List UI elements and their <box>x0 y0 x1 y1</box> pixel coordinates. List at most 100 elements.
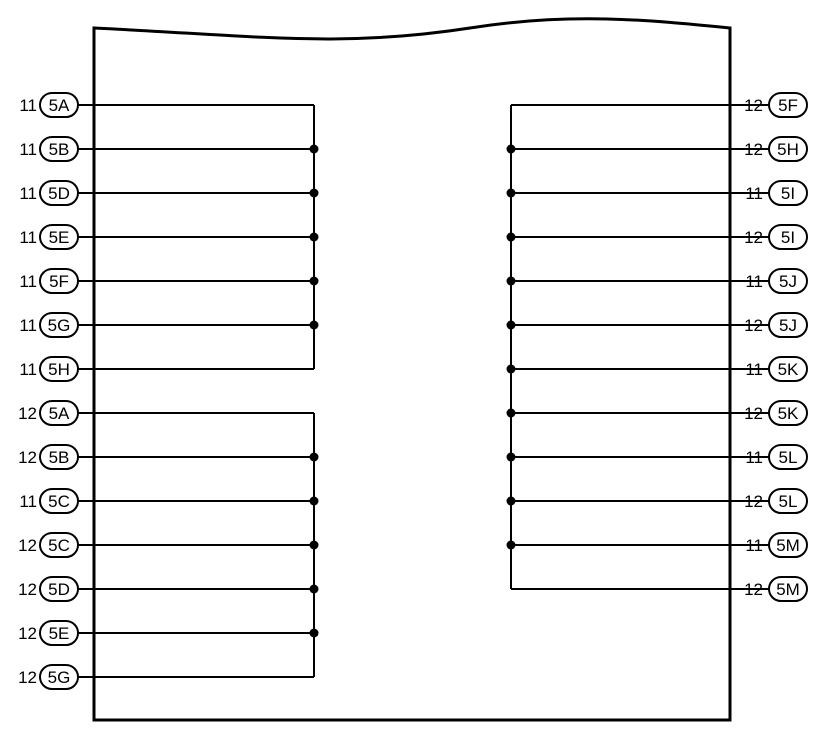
wire-layer <box>78 104 769 678</box>
terminal-pill <box>39 576 79 602</box>
pin-number: 11 <box>19 228 37 247</box>
pin-number: 12 <box>18 404 37 423</box>
pin-number: 12 <box>744 96 763 115</box>
terminal-pill <box>39 268 79 294</box>
pin-number: 12 <box>744 404 763 423</box>
terminal-pill <box>39 136 79 162</box>
terminal-pill <box>39 312 79 338</box>
junction-dot <box>506 276 516 286</box>
pin-number: 12 <box>18 624 37 643</box>
junction-dot <box>309 276 319 286</box>
terminal-pill <box>39 224 79 250</box>
terminal-label: 5G <box>48 316 71 335</box>
terminal-label: 5J <box>779 316 797 335</box>
terminal-label: 5F <box>49 272 69 291</box>
terminal-pill <box>39 664 79 690</box>
terminal-pill <box>39 400 79 426</box>
terminal-label: 5M <box>776 536 800 555</box>
pin-number: 11 <box>745 272 763 291</box>
pin-number: 12 <box>744 228 763 247</box>
junction-dot <box>309 320 319 330</box>
terminal-label: 5L <box>779 492 798 511</box>
terminal-label: 5A <box>49 404 70 423</box>
terminal-pill <box>39 180 79 206</box>
junction-dot <box>309 232 319 242</box>
terminal-pill <box>768 224 808 250</box>
pin-number: 12 <box>744 492 763 511</box>
pin-number: 12 <box>18 668 37 687</box>
terminal-label: 5C <box>48 492 70 511</box>
terminal-pill <box>768 576 808 602</box>
junction-dot <box>506 452 516 462</box>
terminal-label: 5L <box>779 448 798 467</box>
pin-number: 11 <box>19 96 37 115</box>
pin-number: 11 <box>19 272 37 291</box>
terminal-label: 5A <box>49 96 70 115</box>
junction-dot <box>506 408 516 418</box>
junction-dot <box>506 188 516 198</box>
pin-number: 12 <box>18 448 37 467</box>
terminal-pill <box>768 400 808 426</box>
pin-number: 12 <box>744 316 763 335</box>
junction-dot <box>506 232 516 242</box>
terminal-pill <box>768 268 808 294</box>
pin-number: 12 <box>18 580 37 599</box>
junction-dot <box>309 496 319 506</box>
junction-dot <box>309 452 319 462</box>
terminal-pill <box>768 312 808 338</box>
terminal-label: 5F <box>778 96 798 115</box>
pin-number: 11 <box>745 184 763 203</box>
terminal-pill <box>768 532 808 558</box>
terminal-label: 5M <box>776 580 800 599</box>
junction-dot <box>506 144 516 154</box>
terminal-label: 5G <box>48 668 71 687</box>
terminal-label: 5C <box>48 536 70 555</box>
terminal-label: 5B <box>49 140 70 159</box>
pin-number: 12 <box>744 580 763 599</box>
junction-dot <box>309 584 319 594</box>
pin-number: 11 <box>19 492 37 511</box>
junction-dot <box>309 540 319 550</box>
terminal-label: 5H <box>777 140 799 159</box>
pin-number: 11 <box>19 360 37 379</box>
terminal-pill <box>768 356 808 382</box>
terminal-label: 5K <box>778 360 799 379</box>
terminal-label: 5H <box>48 360 70 379</box>
terminal-label: 5D <box>48 184 70 203</box>
terminal-label: 5D <box>48 580 70 599</box>
terminal-label: 5I <box>781 228 795 247</box>
label-layer: 11 5A 11 5B 11 5D 11 5E 11 5F 11 5G 11 5H 12 5A 12 5B 11 5C… <box>18 92 808 690</box>
pin-number: 11 <box>745 536 763 555</box>
terminal-pill <box>768 488 808 514</box>
terminal-pill <box>39 620 79 646</box>
junction-dot <box>309 628 319 638</box>
pin-number: 11 <box>19 140 37 159</box>
terminal-pill <box>39 92 79 118</box>
terminal-label: 5E <box>49 228 70 247</box>
terminal-label: 5K <box>778 404 799 423</box>
terminal-pill <box>39 532 79 558</box>
terminal-label: 5E <box>49 624 70 643</box>
terminal-pill <box>768 136 808 162</box>
junction-dot <box>309 188 319 198</box>
terminal-pill <box>768 92 808 118</box>
terminal-pill <box>39 356 79 382</box>
terminal-label: 5I <box>781 184 795 203</box>
pin-number: 11 <box>745 448 763 467</box>
terminal-label: 5B <box>49 448 70 467</box>
terminal-pill <box>768 444 808 470</box>
pin-number: 11 <box>19 184 37 203</box>
terminal-pill <box>39 444 79 470</box>
terminal-label: 5J <box>779 272 797 291</box>
junction-dot <box>309 144 319 154</box>
terminal-pill <box>39 488 79 514</box>
junction-dot <box>506 320 516 330</box>
pin-number: 12 <box>18 536 37 555</box>
pin-number: 12 <box>744 140 763 159</box>
pin-number: 11 <box>745 360 763 379</box>
junction-dot <box>506 496 516 506</box>
junction-dot <box>506 540 516 550</box>
junction-dot <box>506 364 516 374</box>
terminal-pill <box>768 180 808 206</box>
